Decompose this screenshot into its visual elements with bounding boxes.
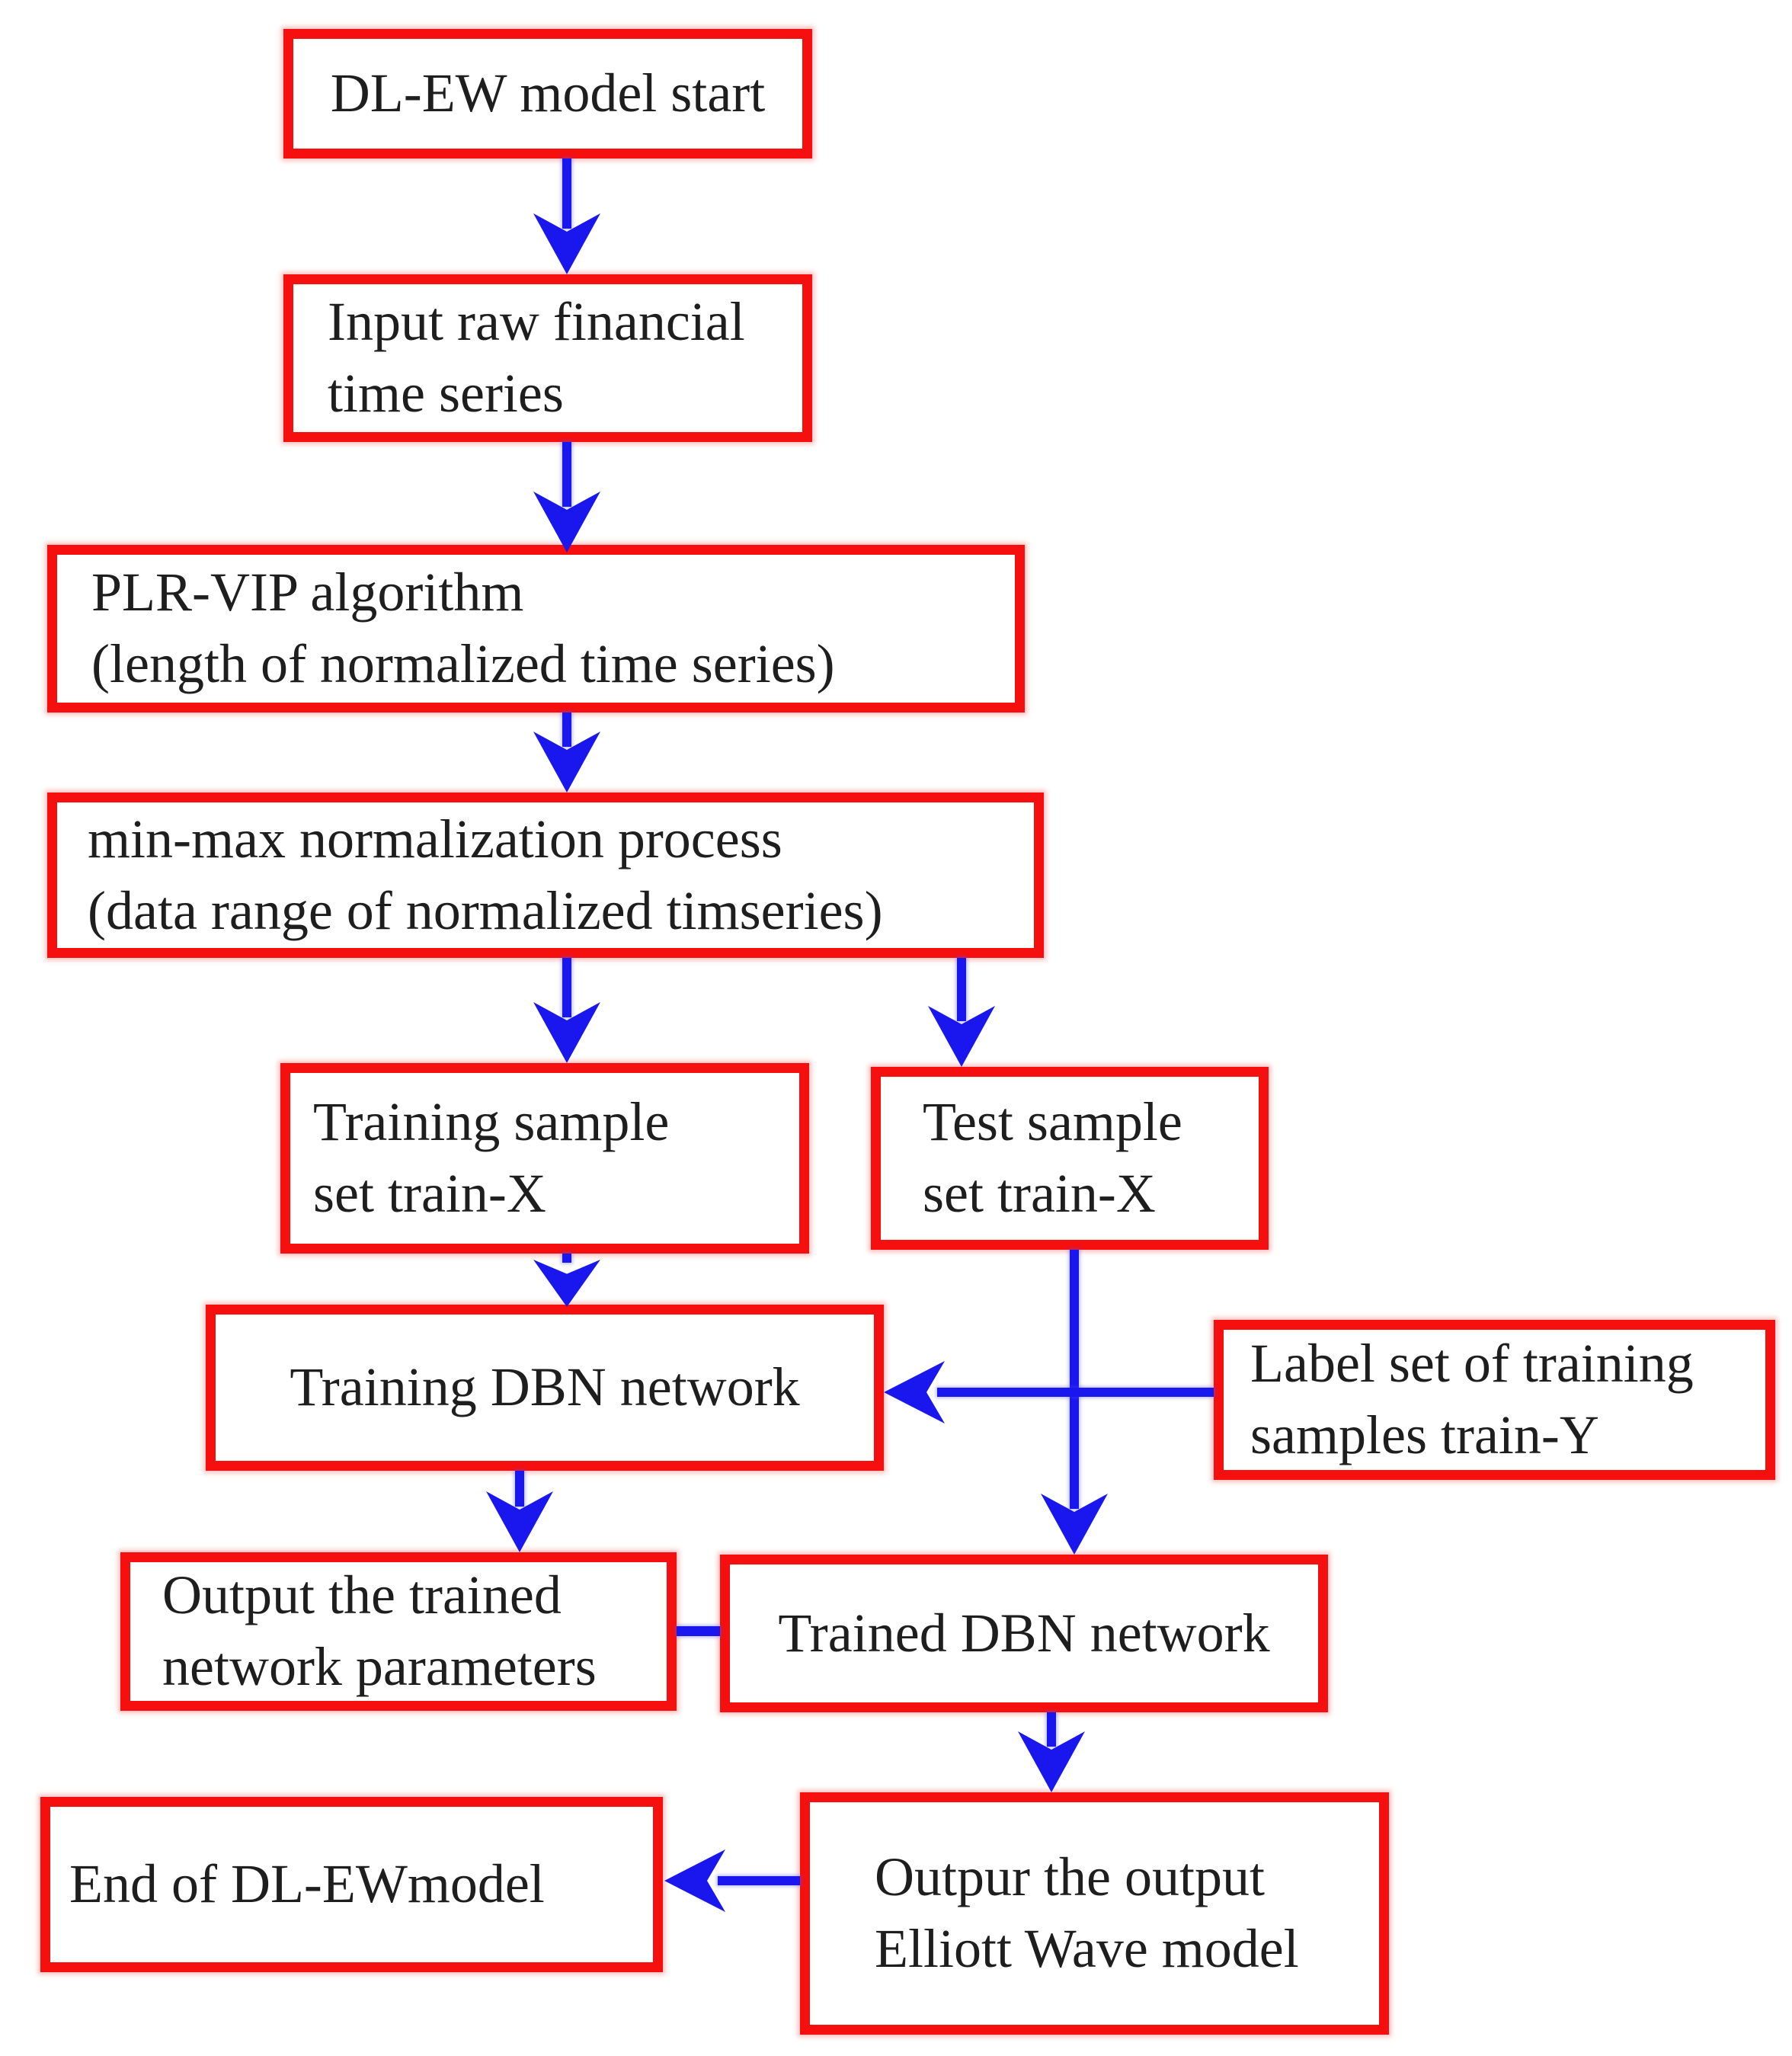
arrow-minmax-to-test-sample	[928, 958, 995, 1067]
arrow-line	[562, 958, 571, 1017]
node-input-raw: Input raw financial time series	[283, 274, 812, 442]
node-training-sample-label: Training sample set train-X	[313, 1091, 670, 1224]
node-test-sample-label: Test sample set train-X	[923, 1091, 1182, 1224]
node-plr-vip: PLR-VIP algorithm (length of normalized …	[47, 545, 1025, 713]
node-start: DL-EW model start	[283, 29, 812, 159]
node-start-label: DL-EW model start	[330, 62, 766, 124]
arrow-line	[562, 713, 571, 747]
arrow-input-to-plr	[533, 442, 600, 552]
node-plr-vip-label: PLR-VIP algorithm (length of normalized …	[91, 562, 835, 694]
node-output-params: Output the trained network parameters	[120, 1552, 677, 1711]
node-input-raw-label: Input raw financial time series	[328, 291, 745, 424]
node-training-dbn-label: Training DBN network	[290, 1356, 800, 1418]
arrow-line	[562, 1254, 571, 1263]
arrow-training-sample-to-training-dbn	[533, 1254, 600, 1307]
arrow-line	[1047, 1712, 1056, 1747]
node-min-max-label: min-max normalization process (data rang…	[88, 808, 883, 941]
connector-output-params-to-trained-dbn	[677, 1626, 720, 1636]
arrow-head	[533, 1260, 600, 1307]
node-trained-dbn: Trained DBN network	[720, 1555, 1328, 1712]
arrow-test-sample-to-trained-dbn	[1041, 1250, 1108, 1555]
arrow-line	[1070, 1250, 1079, 1509]
arrow-line	[937, 1388, 1214, 1397]
arrow-training-dbn-to-output-params	[486, 1471, 553, 1552]
node-output-params-label: Output the trained network parameters	[162, 1564, 597, 1697]
arrow-head	[884, 1361, 945, 1424]
node-label-set-label: Label set of training samples train-Y	[1250, 1333, 1694, 1465]
node-training-dbn: Training DBN network	[206, 1305, 884, 1471]
node-training-sample: Training sample set train-X	[280, 1063, 809, 1254]
arrow-line	[718, 1876, 800, 1885]
node-output-ew: Outpur the output Elliott Wave model	[800, 1792, 1389, 2035]
node-output-ew-label: Outpur the output Elliott Wave model	[875, 1846, 1299, 1979]
arrow-output-ew-to-end	[664, 1847, 800, 1914]
arrow-line	[515, 1471, 524, 1507]
node-end: End of DL-EWmodel	[40, 1797, 663, 1972]
node-min-max: min-max normalization process (data rang…	[47, 793, 1044, 958]
arrow-plr-to-minmax	[533, 713, 600, 793]
node-test-sample: Test sample set train-X	[871, 1067, 1269, 1250]
arrow-head	[664, 1849, 725, 1912]
node-end-label: End of DL-EWmodel	[69, 1853, 545, 1915]
node-trained-dbn-label: Trained DBN network	[778, 1602, 1270, 1664]
arrow-line	[562, 442, 571, 507]
arrow-label-set-to-training-dbn	[884, 1359, 1214, 1426]
arrow-line	[957, 958, 966, 1021]
arrow-trained-dbn-to-output-ew	[1018, 1712, 1085, 1792]
arrow-minmax-to-training-sample	[533, 958, 600, 1063]
node-label-set: Label set of training samples train-Y	[1214, 1320, 1775, 1480]
arrow-line	[562, 159, 571, 229]
arrow-start-to-input	[533, 159, 600, 274]
